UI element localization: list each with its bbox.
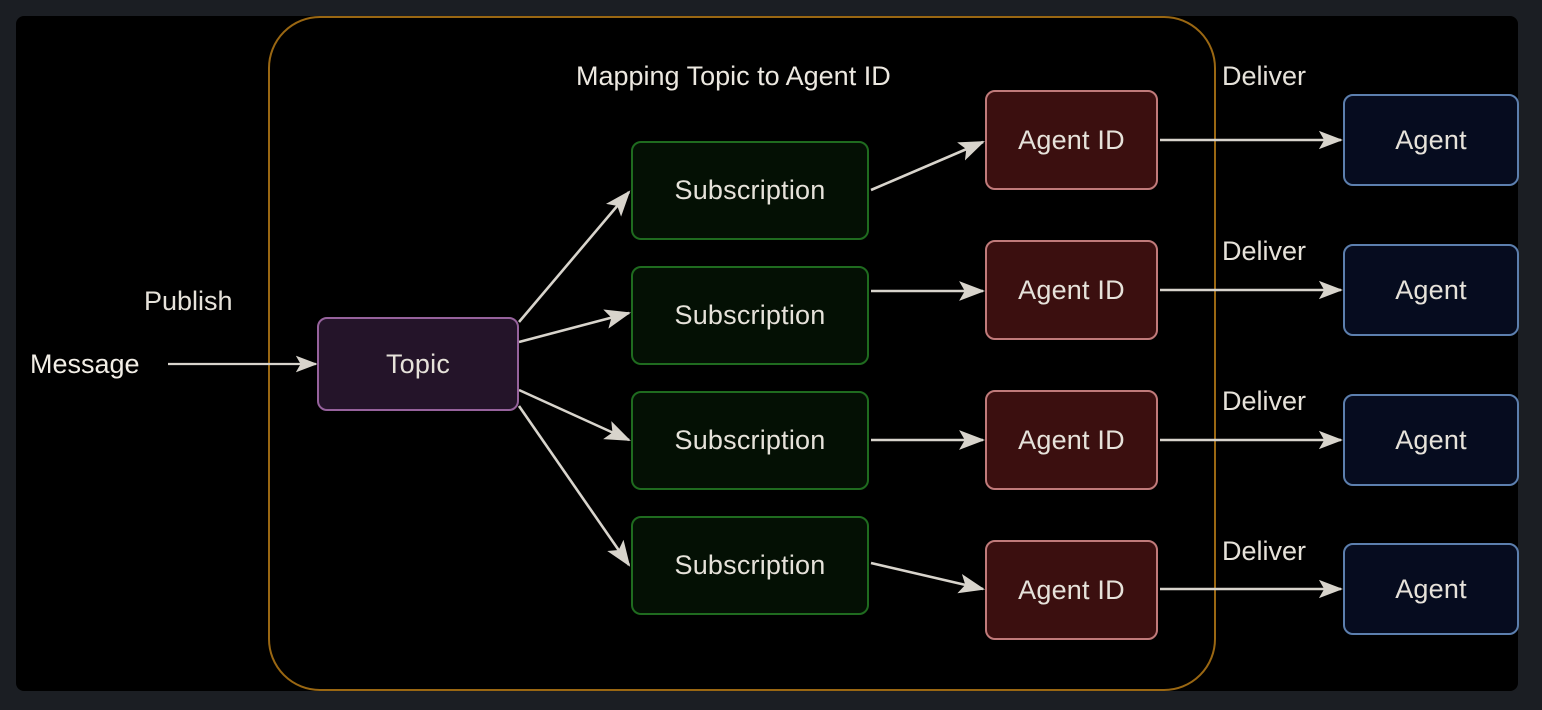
edge-label-deliver-4: Deliver (1222, 536, 1307, 566)
node-subscription-4[interactable]: Subscription (631, 516, 869, 615)
edge-label-deliver-1: Deliver (1222, 61, 1307, 91)
edge-label-deliver-3: Deliver (1222, 386, 1307, 416)
node-agent-2[interactable]: Agent (1343, 244, 1519, 336)
node-agent-id-4[interactable]: Agent ID (985, 540, 1158, 640)
diagram-title: Mapping Topic to Agent ID (576, 61, 891, 91)
edge-label-publish: Publish (144, 286, 233, 316)
node-subscription-3[interactable]: Subscription (631, 391, 869, 490)
node-subscription-2[interactable]: Subscription (631, 266, 869, 365)
node-agent-1[interactable]: Agent (1343, 94, 1519, 186)
message-label: Message (30, 349, 140, 379)
node-subscription-1[interactable]: Subscription (631, 141, 869, 240)
node-agent-id-2[interactable]: Agent ID (985, 240, 1158, 340)
node-agent-id-3[interactable]: Agent ID (985, 390, 1158, 490)
node-topic[interactable]: Topic (317, 317, 519, 411)
node-agent-id-1[interactable]: Agent ID (985, 90, 1158, 190)
node-agent-4[interactable]: Agent (1343, 543, 1519, 635)
edge-label-deliver-2: Deliver (1222, 236, 1307, 266)
runtime-boundary-container (268, 16, 1216, 691)
node-agent-3[interactable]: Agent (1343, 394, 1519, 486)
